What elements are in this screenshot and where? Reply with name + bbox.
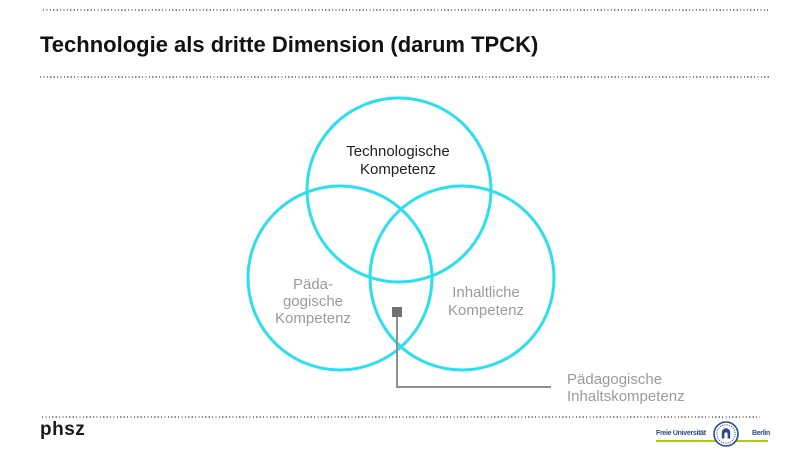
slide-title: Technologie als dritte Dimension (darum …	[40, 31, 539, 57]
venn-label-content: Inhaltliche Kompetenz	[448, 284, 524, 319]
circle-pedagogical	[246, 184, 434, 372]
top-dotted-divider	[43, 9, 768, 11]
fu-logo-text-left: Freie Universität	[656, 430, 706, 437]
callout-label: Pädagogische Inhaltskompetenz	[567, 371, 685, 405]
fu-green-underline	[656, 440, 768, 442]
venn-label-pedagogical: Päda- gogische Kompetenz	[275, 276, 351, 327]
fu-seal-icon	[713, 421, 739, 447]
phsz-logo: phsz	[40, 419, 86, 440]
header-dotted-divider	[40, 76, 770, 78]
fu-berlin-logo: Freie Universität Berlin	[656, 421, 770, 448]
fu-logo-text-right: Berlin	[751, 430, 770, 437]
circle-content	[368, 184, 556, 372]
callout-connector-line	[396, 317, 551, 388]
circle-technological	[305, 96, 493, 284]
intersection-marker-square	[392, 307, 402, 317]
footer-dotted-divider	[42, 416, 760, 418]
venn-label-technological: Technologische Kompetenz	[346, 143, 450, 178]
